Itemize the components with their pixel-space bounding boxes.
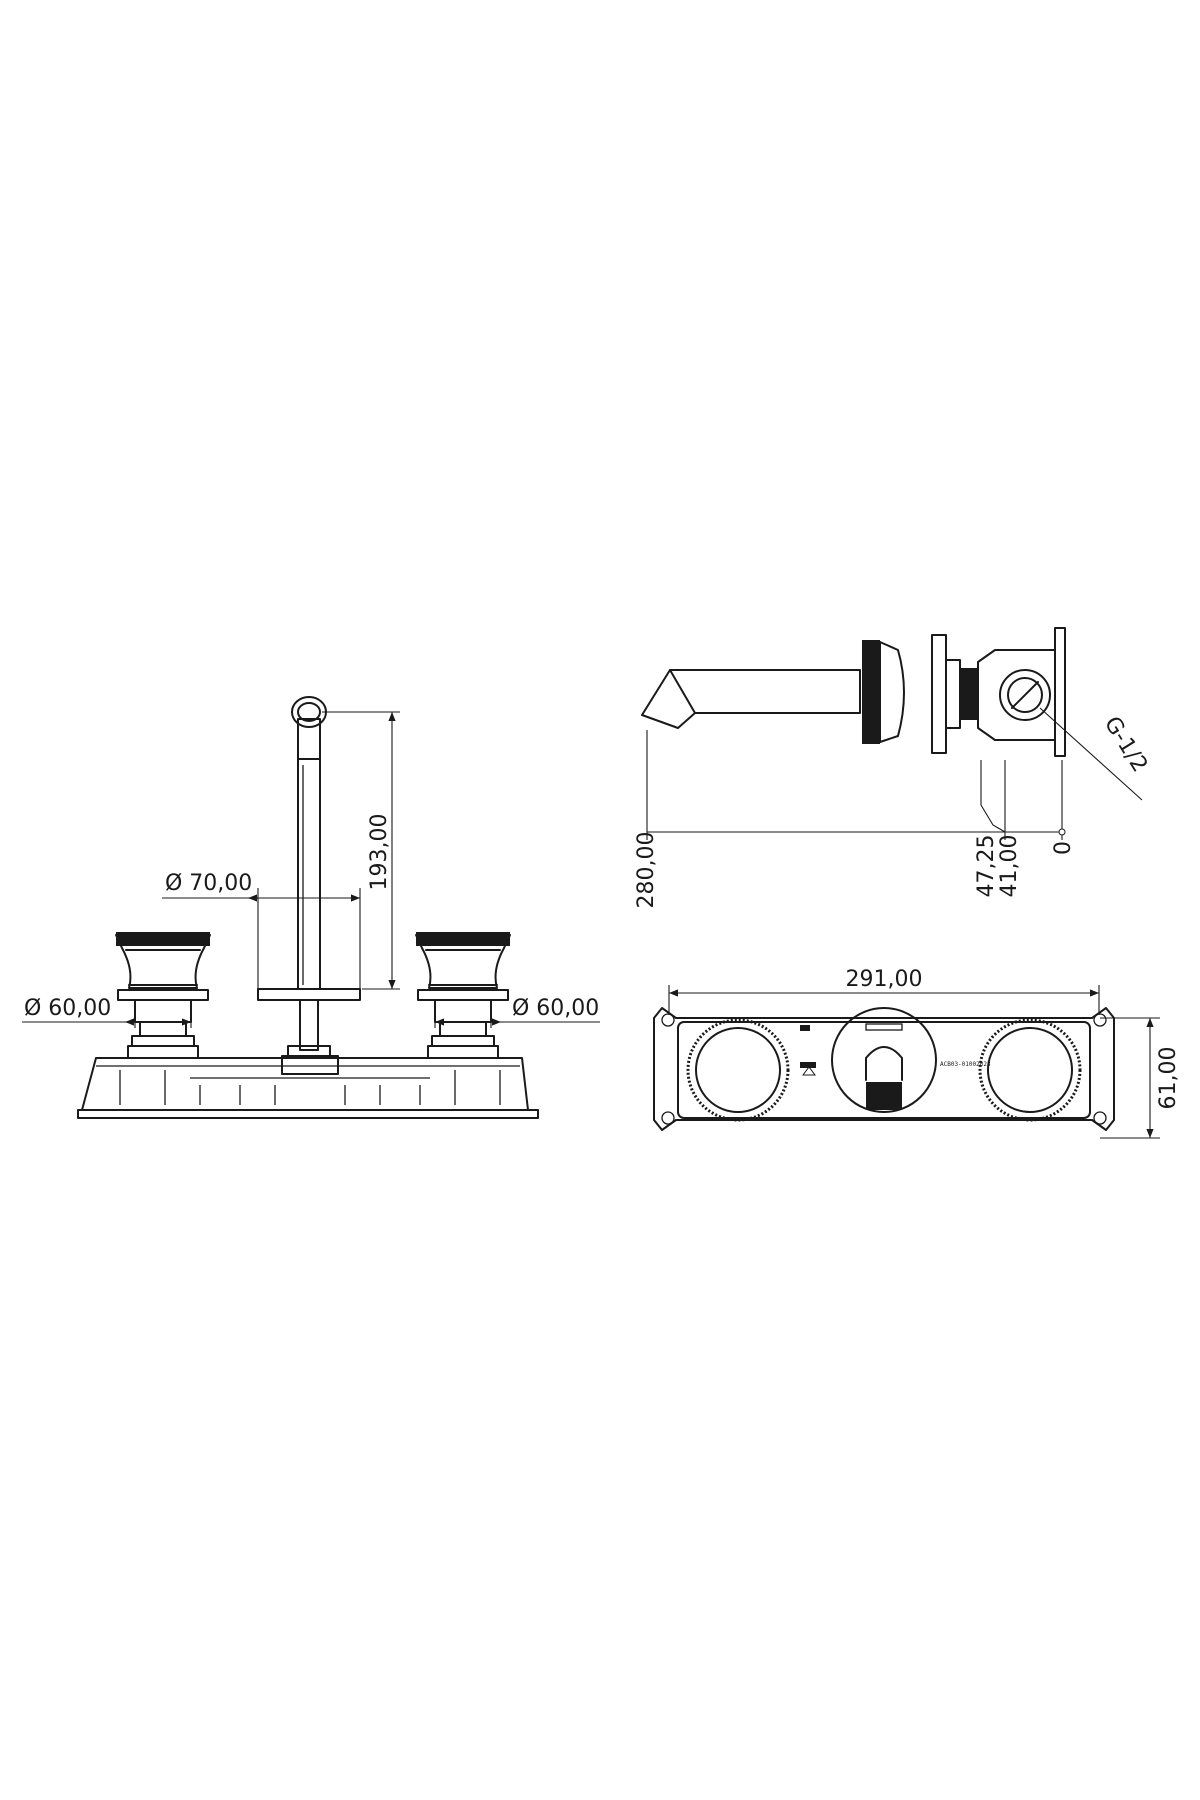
front-body-box: [77, 1057, 539, 1119]
dim-plate-width-label: 291,00: [846, 967, 923, 992]
front-left-handle: [115, 932, 211, 1059]
dim-right-handle-diameter: Ø 60,00: [434, 996, 600, 1028]
plate-markings: ACB03-01002023: [800, 1025, 991, 1076]
side-view: 280,00 47,25 41,00 0 G-1/2: [634, 627, 1152, 908]
plate-right-handle: [978, 1018, 1082, 1122]
front-view: 193,00 Ø 70,00 Ø 60,00 Ø 60,00: [22, 696, 600, 1119]
plate-left-handle: [686, 1018, 790, 1122]
dim-spout-height: 193,00: [322, 711, 400, 990]
dim-left-handle-label: Ø 60,00: [24, 996, 111, 1021]
plate-spout: [831, 1007, 937, 1113]
dim-plate-diameter: Ø 70,00: [162, 871, 361, 989]
dim-thread-label: G-1/2: [1099, 712, 1152, 776]
dim-plate-height: 61,00: [1100, 1017, 1181, 1139]
dim-spout-height-label: 193,00: [367, 814, 392, 891]
front-right-handle: [415, 932, 511, 1059]
dim-plate-width: 291,00: [668, 967, 1100, 1015]
dim-plate-diameter-label: Ø 70,00: [165, 871, 252, 896]
dim-side-offset-b-label: 41,00: [997, 835, 1022, 898]
dim-side-projection-label: 280,00: [634, 832, 659, 909]
dim-plate-height-label: 61,00: [1156, 1047, 1181, 1110]
dim-side-offset-a-label: 47,25: [974, 835, 999, 898]
front-spout: [257, 696, 361, 1075]
dim-right-handle-label: Ø 60,00: [512, 996, 599, 1021]
plate-marking-text: ACB03-01002023: [940, 1061, 991, 1068]
plate-view: ACB03-01002023 291,00 61,00: [653, 967, 1181, 1139]
dim-side-zero-label: 0: [1051, 841, 1076, 855]
side-handle: [862, 627, 1066, 757]
side-spout: [641, 669, 861, 729]
dim-side-projection: 280,00 47,25 41,00 0: [634, 730, 1076, 908]
dim-thread: G-1/2: [1039, 707, 1152, 801]
dim-left-handle-diameter: Ø 60,00: [22, 996, 192, 1028]
